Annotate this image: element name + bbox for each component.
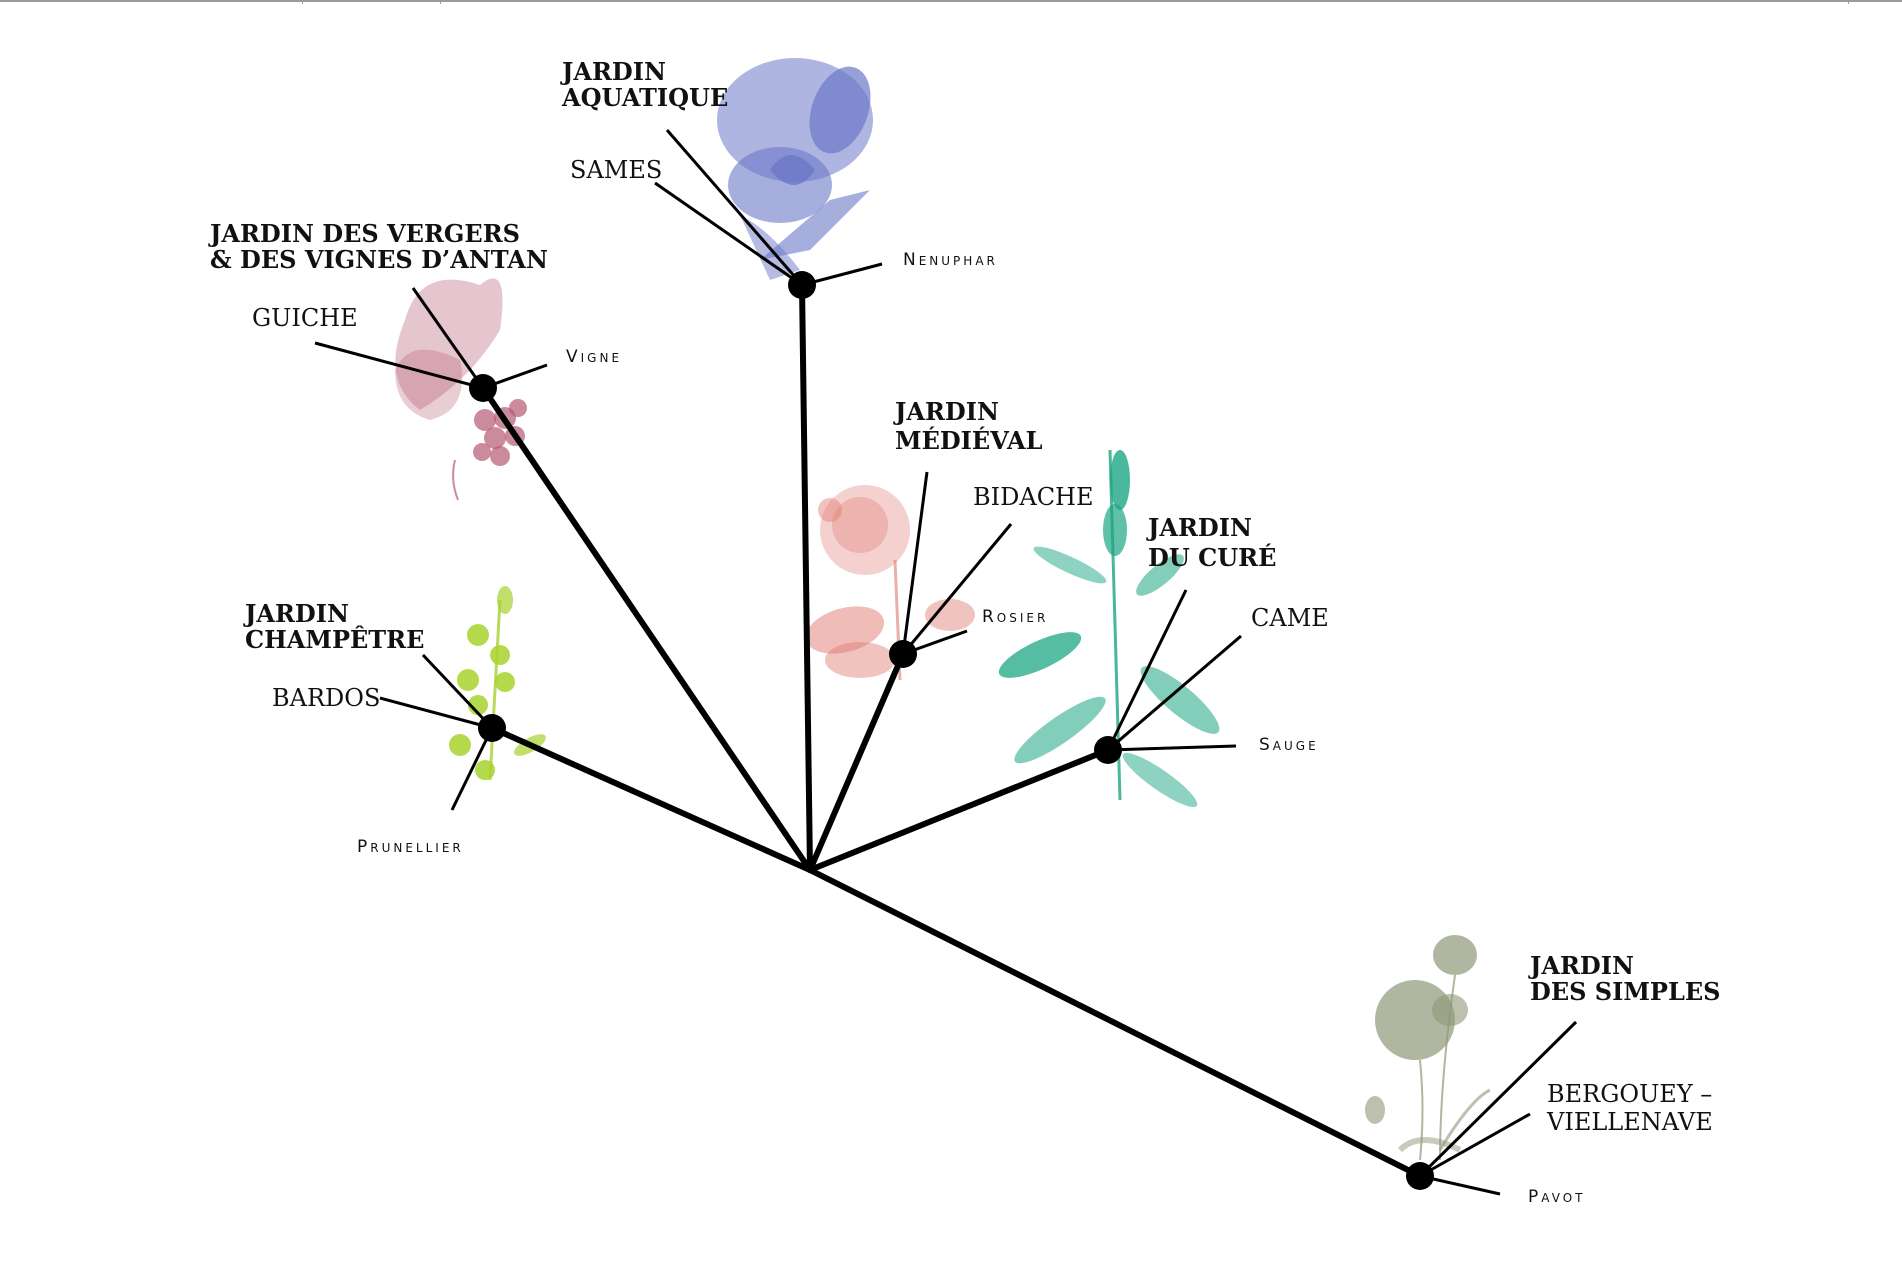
variety-medieval: BIDACHE <box>973 483 1094 511</box>
plant-simples: Pavot <box>1528 1187 1585 1207</box>
garden-title-simples-line1: JARDIN <box>1528 951 1634 980</box>
sage-illustration <box>998 449 1220 808</box>
top-rule <box>0 0 1902 2</box>
garden-title-cure-line2: DU CURÉ <box>1148 543 1276 572</box>
top-rule-tick <box>302 0 303 4</box>
plant-cure: Sauge <box>1259 735 1319 755</box>
plant-champetre: Prunellier <box>357 837 464 857</box>
garden-title-simples-line2: DES SIMPLES <box>1530 977 1720 1006</box>
tree-nodes <box>469 271 1434 1190</box>
water-lily-illustration <box>717 58 873 280</box>
plant-medieval: Rosier <box>982 607 1048 627</box>
top-rule-tick <box>440 0 441 4</box>
variety-cure: CAME <box>1251 604 1329 632</box>
node-vergers <box>469 374 497 402</box>
garden-title-medieval-line2: MÉDIÉVAL <box>895 426 1043 455</box>
node-champetre <box>478 714 506 742</box>
blackthorn-illustration <box>449 586 546 781</box>
leader-lines <box>314 129 1578 1196</box>
node-aquatique <box>788 271 816 299</box>
node-medieval <box>889 640 917 668</box>
variety-vergers: GUICHE <box>252 304 358 332</box>
garden-title-champetre-line2: CHAMPÊTRE <box>245 625 424 654</box>
garden-title-vergers-line2: & DES VIGNES D’ANTAN <box>210 245 548 274</box>
tree-branches <box>480 282 1423 1179</box>
garden-title-vergers-line1: JARDIN DES VERGERS <box>208 219 520 248</box>
garden-title-cure-line1: JARDIN <box>1146 513 1252 542</box>
node-simples <box>1406 1162 1434 1190</box>
rose-illustration <box>805 485 975 681</box>
node-cure <box>1094 736 1122 764</box>
plant-aquatique: Nenuphar <box>903 250 998 270</box>
top-rule-tick <box>1848 0 1849 4</box>
variety-aquatique: SAMES <box>570 156 662 184</box>
variety-simples-line2: VIELLENAVE <box>1546 1108 1713 1136</box>
variety-champetre: BARDOS <box>272 684 380 712</box>
garden-title-medieval-line1: JARDIN <box>893 397 999 426</box>
garden-title-champetre-line1: JARDIN <box>243 599 349 628</box>
plant-vergers: Vigne <box>566 347 622 367</box>
variety-simples-line1: BERGOUEY – <box>1547 1080 1712 1108</box>
poppy-illustration <box>1365 935 1491 1161</box>
garden-title-aquatique-line1: JARDIN <box>560 57 666 86</box>
vine-illustration <box>395 278 527 501</box>
garden-title-aquatique-line2: AQUATIQUE <box>561 83 728 112</box>
